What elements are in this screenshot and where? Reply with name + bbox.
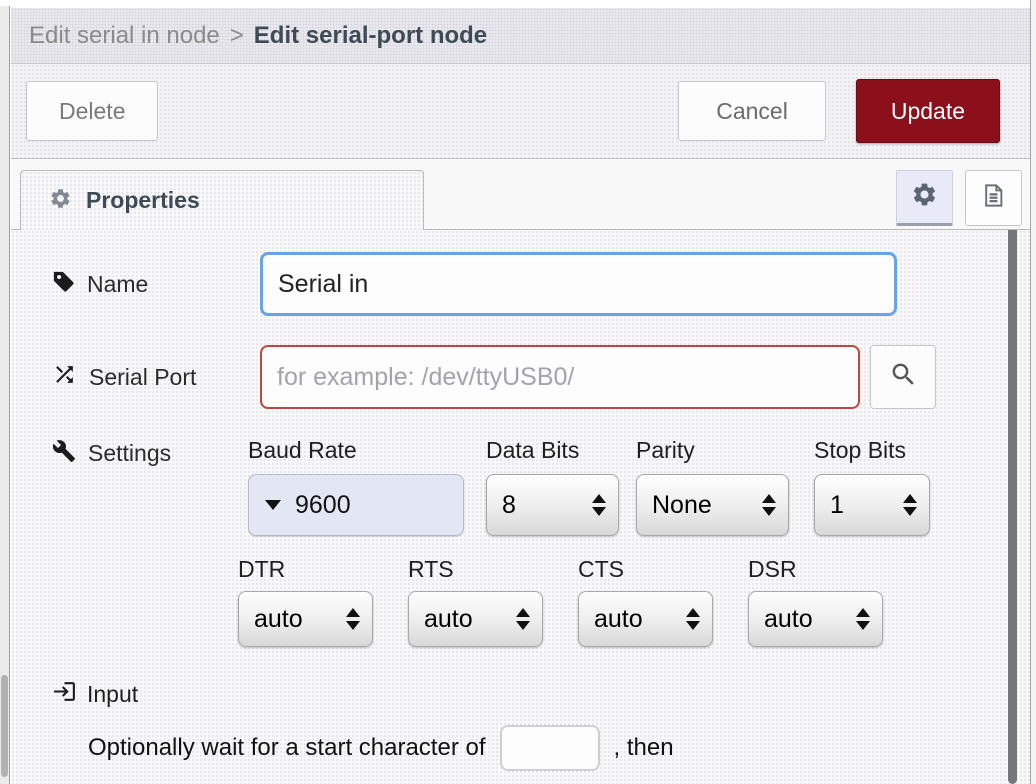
cancel-button[interactable]: Cancel xyxy=(678,81,826,141)
start-character-row: Optionally wait for a start character of… xyxy=(88,725,1030,771)
shuffle-icon xyxy=(52,362,77,392)
data-bits-select[interactable]: 8 xyxy=(486,474,619,536)
delete-button[interactable]: Delete xyxy=(26,81,159,141)
name-row: Name xyxy=(52,252,1030,316)
settings-label-text: Settings xyxy=(88,440,172,466)
caret-down-icon xyxy=(265,500,281,510)
stop-bits-value: 1 xyxy=(830,490,844,519)
serial-port-input[interactable] xyxy=(260,345,860,409)
serial-port-label-text: Serial Port xyxy=(89,363,197,390)
baud-rate-field: Baud Rate 9600 xyxy=(248,437,464,536)
rts-field: RTS auto xyxy=(408,556,543,647)
dtr-field: DTR auto xyxy=(238,556,373,647)
baud-rate-value: 9600 xyxy=(295,490,351,519)
data-bits-label: Data Bits xyxy=(486,437,580,463)
dtr-label: DTR xyxy=(238,556,286,582)
wrench-icon xyxy=(52,439,76,468)
dsr-value: auto xyxy=(764,604,813,633)
dsr-field: DSR auto xyxy=(748,556,883,647)
update-button[interactable]: Update xyxy=(855,79,1000,143)
tray-header: Edit serial in node > Edit serial-port n… xyxy=(11,8,1030,64)
cts-select[interactable]: auto xyxy=(578,591,713,647)
breadcrumb-separator: > xyxy=(229,21,244,49)
tab-properties[interactable]: Properties xyxy=(20,170,424,230)
wait-text-before: Optionally wait for a start character of xyxy=(88,734,486,761)
input-section-header: Input xyxy=(52,679,1030,709)
dtr-select[interactable]: auto xyxy=(238,591,373,647)
data-bits-field: Data Bits 8 xyxy=(486,437,619,536)
up-down-arrows-icon xyxy=(592,494,606,516)
flow-control-row: DTR auto RTS auto CTS auto xyxy=(238,556,1030,647)
edit-serial-port-node-tray: Edit serial in node > Edit serial-port n… xyxy=(11,8,1030,784)
up-down-arrows-icon xyxy=(856,608,870,630)
sign-in-icon xyxy=(52,679,77,709)
data-bits-value: 8 xyxy=(502,490,516,519)
editor-toggle-buttons xyxy=(896,170,1022,226)
gear-icon xyxy=(911,181,938,213)
description-toggle-button[interactable] xyxy=(965,170,1022,226)
breadcrumb-parent[interactable]: Edit serial in node xyxy=(29,21,220,49)
settings-columns: Baud Rate 9600 Data Bits 8 Parity xyxy=(248,437,930,536)
tray-scrollbar-thumb[interactable] xyxy=(1008,230,1017,784)
search-icon xyxy=(889,360,918,394)
serial-port-lookup-button[interactable] xyxy=(870,345,936,409)
start-character-input[interactable] xyxy=(499,725,600,771)
editor-tab-row: Properties xyxy=(11,159,1030,230)
parity-value: None xyxy=(652,490,712,519)
name-input[interactable] xyxy=(260,252,897,316)
up-down-arrows-icon xyxy=(686,608,700,630)
settings-row: Settings Baud Rate 9600 Data Bits 8 xyxy=(52,437,1030,536)
up-down-arrows-icon xyxy=(762,494,776,516)
cts-value: auto xyxy=(594,604,643,633)
up-down-arrows-icon xyxy=(516,608,530,630)
serial-port-label: Serial Port xyxy=(52,362,260,392)
properties-toggle-button[interactable] xyxy=(896,170,953,226)
gear-icon xyxy=(49,187,72,215)
tray-toolbar: Delete Cancel Update xyxy=(11,64,1030,159)
cts-label: CTS xyxy=(578,556,624,582)
parity-select[interactable]: None xyxy=(636,474,789,536)
file-text-icon xyxy=(980,182,1007,214)
tab-properties-label: Properties xyxy=(86,187,200,213)
up-down-arrows-icon xyxy=(903,494,917,516)
parity-field: Parity None xyxy=(636,437,789,536)
workspace-scrollbar-thumb[interactable] xyxy=(1,675,8,777)
baud-rate-dropdown[interactable]: 9600 xyxy=(248,474,464,536)
breadcrumb-current: Edit serial-port node xyxy=(253,21,488,49)
dsr-label: DSR xyxy=(748,556,797,582)
rts-value: auto xyxy=(424,604,473,633)
name-label: Name xyxy=(52,270,260,298)
wait-text-after: , then xyxy=(613,734,674,761)
window-right-edge xyxy=(1030,0,1036,784)
input-section-label: Input xyxy=(87,680,139,707)
rts-select[interactable]: auto xyxy=(408,591,543,647)
cts-field: CTS auto xyxy=(578,556,713,647)
editor-form: Name Serial Port xyxy=(11,230,1030,784)
dtr-value: auto xyxy=(254,604,303,633)
up-down-arrows-icon xyxy=(346,608,360,630)
rts-label: RTS xyxy=(408,556,454,582)
stop-bits-select[interactable]: 1 xyxy=(814,474,930,536)
baud-rate-label: Baud Rate xyxy=(248,437,357,463)
serial-port-row: Serial Port xyxy=(52,345,1030,409)
parity-label: Parity xyxy=(636,437,695,463)
settings-label: Settings xyxy=(52,439,248,468)
name-label-text: Name xyxy=(87,270,149,297)
tag-icon xyxy=(52,270,75,298)
dsr-select[interactable]: auto xyxy=(748,591,883,647)
stop-bits-field: Stop Bits 1 xyxy=(814,437,930,536)
stop-bits-label: Stop Bits xyxy=(814,437,907,463)
workspace-left-strip xyxy=(0,6,10,784)
